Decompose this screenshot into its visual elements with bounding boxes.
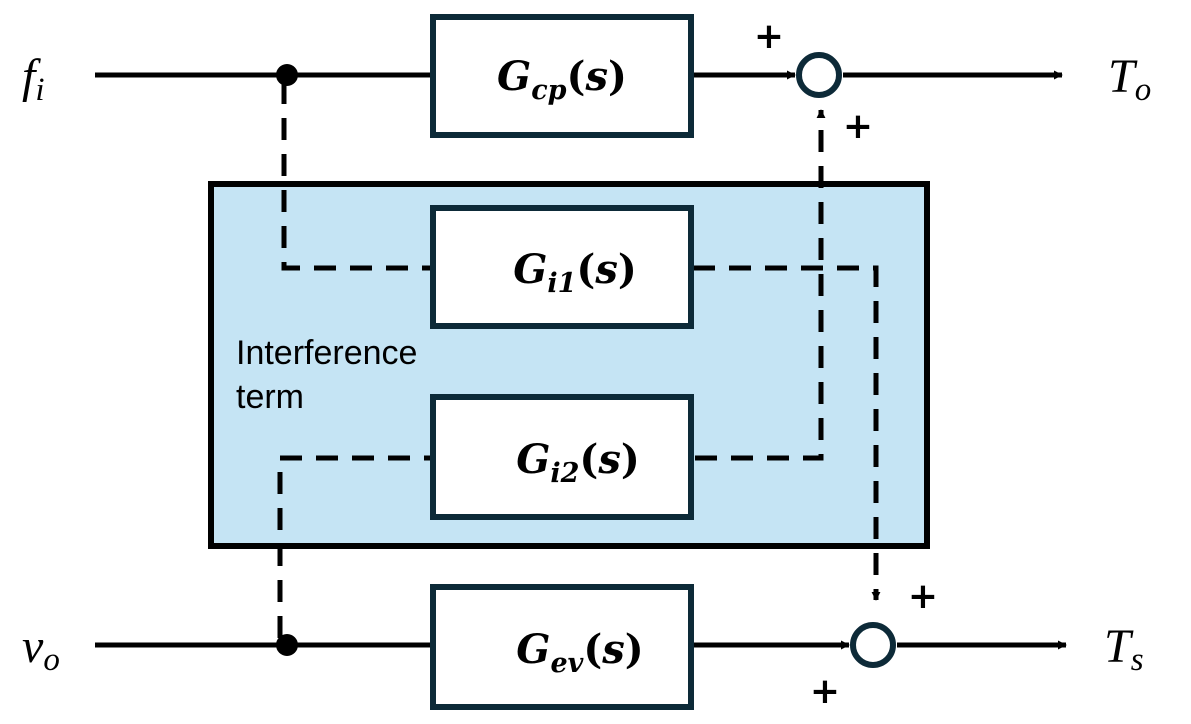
- block-gev: Gev(s): [430, 584, 694, 710]
- bottom-pickoff-point: [276, 634, 298, 656]
- gev-arg: s: [601, 626, 625, 673]
- gi1-base: G: [513, 246, 547, 293]
- output-ts-sub: s: [1131, 642, 1144, 678]
- input-vo-sub: o: [43, 642, 60, 678]
- gi1-sub: i1: [547, 268, 576, 299]
- svg-text:Gi1(s): Gi1(s): [513, 246, 637, 299]
- input-fi: fi: [22, 50, 45, 108]
- top-pickoff-point: [276, 64, 298, 86]
- gcp-sub: cp: [531, 75, 566, 106]
- interference-label-line1: Interference: [236, 334, 417, 372]
- input-fi-sub: i: [35, 72, 44, 108]
- sum-top-left-sign: +: [754, 16, 784, 57]
- summing-junction-bottom: [850, 622, 896, 668]
- gi1-arg: s: [594, 246, 618, 293]
- output-ts-base: T: [1104, 620, 1134, 673]
- svg-text:Gi2(s): Gi2(s): [516, 436, 640, 489]
- sum-top-bottom-sign: +: [843, 106, 873, 147]
- input-vo-base: v: [22, 620, 44, 673]
- interference-label: Interference term: [236, 334, 427, 416]
- output-to-sub: o: [1135, 72, 1152, 108]
- gev-base: G: [516, 626, 550, 673]
- gev-sub: ev: [550, 648, 583, 679]
- gcp-arg: s: [584, 53, 608, 100]
- svg-text:Gcp(s): Gcp(s): [497, 53, 627, 106]
- output-to-base: T: [1108, 50, 1138, 103]
- dashed-vo-to-gi2: [277, 455, 430, 638]
- gi2-base: G: [516, 436, 550, 483]
- block-gi2: Gi2(s): [430, 394, 694, 520]
- dashed-gi2-to-sum-top: [695, 109, 826, 461]
- dashed-gi1-to-sum-bottom: [693, 265, 881, 601]
- summing-junction-top: [796, 52, 842, 98]
- input-vo: vo: [22, 620, 60, 678]
- dashed-fi-to-gi1: [281, 82, 430, 271]
- interference-label-line2: term: [236, 378, 304, 416]
- output-to: To: [1108, 50, 1151, 108]
- block-gcp: Gcp(s): [430, 14, 694, 138]
- sum-bottom-left-sign: +: [810, 671, 840, 712]
- gi2-arg: s: [597, 436, 621, 483]
- output-ts: Ts: [1104, 620, 1144, 678]
- sum-bottom-top-sign: +: [908, 576, 938, 617]
- svg-text:Gev(s): Gev(s): [516, 626, 643, 679]
- gcp-base: G: [497, 53, 531, 100]
- gi2-sub: i2: [550, 458, 579, 489]
- block-gi1: Gi1(s): [430, 205, 694, 329]
